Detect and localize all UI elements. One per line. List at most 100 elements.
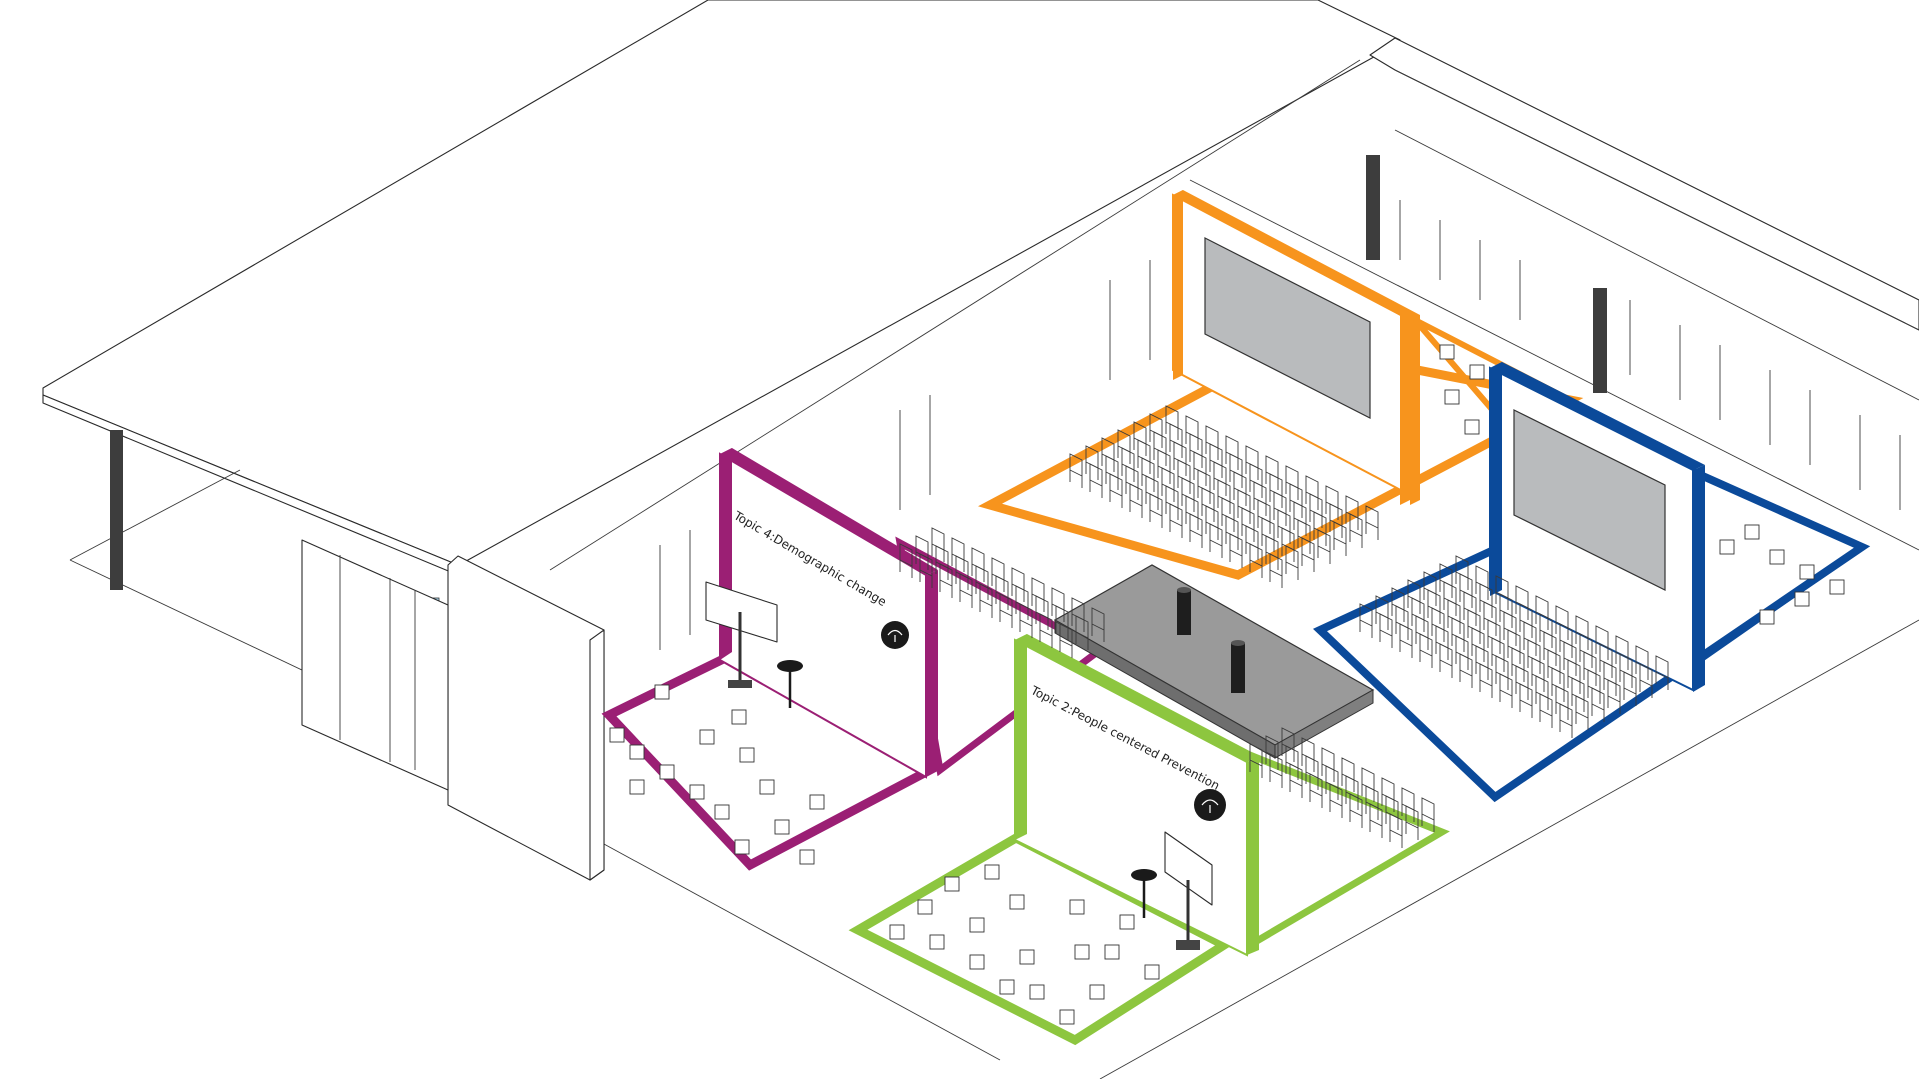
chair-icon [1447, 599, 1461, 634]
chair-icon [1535, 595, 1549, 630]
chair-icon [1209, 523, 1223, 558]
chair-icon [1193, 451, 1207, 486]
chair-icon [1543, 631, 1557, 666]
chair-icon [1165, 485, 1179, 520]
chair-icon [1579, 633, 1593, 668]
chair-icon [1551, 667, 1565, 702]
chair-icon [1495, 575, 1509, 610]
cube-stool-icon [1744, 524, 1760, 540]
chair-icon [1269, 753, 1283, 788]
chair-icon [1587, 669, 1601, 704]
chair-icon [1511, 647, 1525, 682]
chair-icon [1487, 619, 1501, 654]
chair-icon [1571, 677, 1585, 712]
chair-icon [1149, 413, 1163, 448]
chair-icon [1359, 603, 1373, 638]
seating-green-back [1249, 727, 1435, 848]
chair-icon [1655, 655, 1669, 690]
column-icon [1593, 288, 1607, 393]
chair-icon [1071, 597, 1085, 632]
chair-icon [1381, 777, 1395, 812]
cube-stool-icon [1799, 564, 1815, 580]
chair-icon [1345, 495, 1359, 530]
projection-screen [1513, 409, 1666, 591]
chair-icon [1559, 703, 1573, 738]
chair-icon [1265, 455, 1279, 490]
outer-wall-right [1369, 37, 1919, 331]
bar-table-icon [777, 660, 803, 708]
chair-icon [1495, 655, 1509, 690]
chair-icon [1117, 429, 1131, 464]
cube-stool-icon [889, 864, 1160, 1025]
building-shell [42, 0, 1919, 1079]
partition-wall-front [447, 555, 605, 881]
chair-icon [1583, 651, 1597, 686]
chair-icon [1217, 479, 1231, 514]
chair-icon [1177, 459, 1191, 494]
chair-icon [1435, 625, 1449, 660]
chair-icon [1161, 467, 1175, 502]
chair-icon [1169, 503, 1183, 538]
cube-stool-icon [1719, 539, 1735, 555]
chair-icon [1459, 653, 1473, 688]
chair-icon [1181, 477, 1195, 512]
chair-icon [1125, 465, 1139, 500]
chair-icon [1325, 485, 1339, 520]
floor-outline [69, 469, 241, 561]
chair-icon [1261, 517, 1275, 552]
chair-icon [1455, 635, 1469, 670]
chair-icon [1547, 649, 1561, 684]
chair-icon [1459, 573, 1473, 608]
cube-stool-icon [1794, 591, 1810, 607]
chair-icon [1415, 615, 1429, 650]
chair-icon [1419, 633, 1433, 668]
chair-icon [1101, 437, 1115, 472]
chair-icon [1325, 765, 1339, 800]
chair-icon [1189, 513, 1203, 548]
chair-icon [1301, 737, 1315, 772]
chair-icon [1479, 583, 1493, 618]
chair-icon [1273, 491, 1287, 526]
monitor-stand-icon [705, 581, 778, 688]
chair-icon [1539, 693, 1553, 728]
chair-icon [991, 557, 1005, 592]
chair-icon [1245, 525, 1259, 560]
chair-icon [915, 535, 929, 570]
chair-icon [1197, 469, 1211, 504]
chair-icon [1411, 597, 1425, 632]
chair-icon [1475, 645, 1489, 680]
cube-stool-icon [1444, 389, 1460, 405]
chair-icon [1221, 497, 1235, 532]
chair-icon [1109, 473, 1123, 508]
central-canopy [1053, 564, 1375, 759]
chair-icon [1245, 445, 1259, 480]
chair-icon [1389, 813, 1403, 848]
chair-icon [1277, 509, 1291, 544]
zone-blue-stage [1312, 362, 1871, 803]
chair-icon [1471, 627, 1485, 662]
chair-icon [1051, 587, 1065, 622]
chair-icon [1309, 493, 1323, 528]
chair-icon [1293, 501, 1307, 536]
chair-icon [1423, 571, 1437, 606]
cube-stool-icon [1769, 549, 1785, 565]
chair-icon [1265, 735, 1279, 770]
cube-stool-icon [609, 684, 825, 865]
chair-icon [1281, 727, 1295, 762]
seating-orange-stage [1069, 405, 1379, 588]
chair-icon [1011, 567, 1025, 602]
cube-stool-icon [1829, 579, 1845, 595]
chair-icon [1595, 625, 1609, 660]
chair-icon [1229, 533, 1243, 568]
chair-icon [1341, 757, 1355, 792]
chair-icon [1567, 659, 1581, 694]
chair-icon [1463, 591, 1477, 626]
chair-icon [1499, 593, 1513, 628]
seating-blue-stage [1359, 555, 1669, 738]
chair-icon [1253, 481, 1267, 516]
chair-icon [951, 537, 965, 572]
chair-icon [1455, 555, 1469, 590]
chair-icon [1225, 515, 1239, 550]
chair-icon [1091, 607, 1105, 642]
chair-icon [1427, 589, 1441, 624]
